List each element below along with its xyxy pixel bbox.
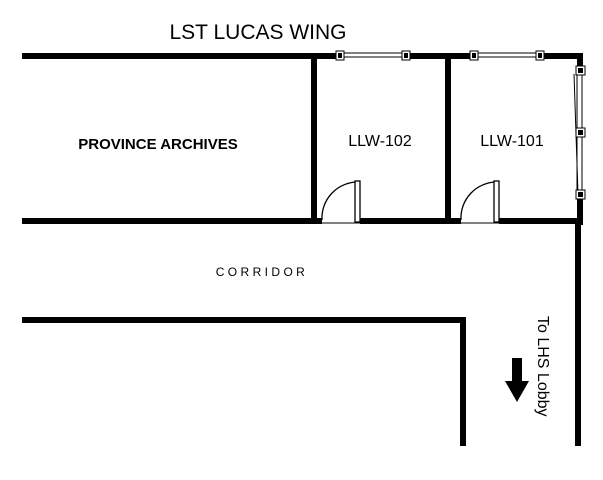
window-top-llw-102	[335, 50, 411, 61]
room-label-llw-102: LLW-102	[348, 133, 412, 150]
walls	[22, 53, 583, 446]
door-llw-101	[460, 180, 500, 224]
window-top-llw-101	[469, 50, 545, 61]
arrow-down-icon	[505, 358, 529, 402]
direction-label: To LHS Lobby	[534, 316, 551, 417]
window-right-llw-101	[573, 65, 586, 200]
door-llw-102	[321, 180, 361, 224]
room-label-llw-101: LLW-101	[480, 133, 544, 150]
corridor-label: CORRIDOR	[216, 265, 309, 279]
room-label-province-archives: PROVINCE ARCHIVES	[78, 136, 237, 153]
plan-title: LST LUCAS WING	[170, 21, 347, 44]
